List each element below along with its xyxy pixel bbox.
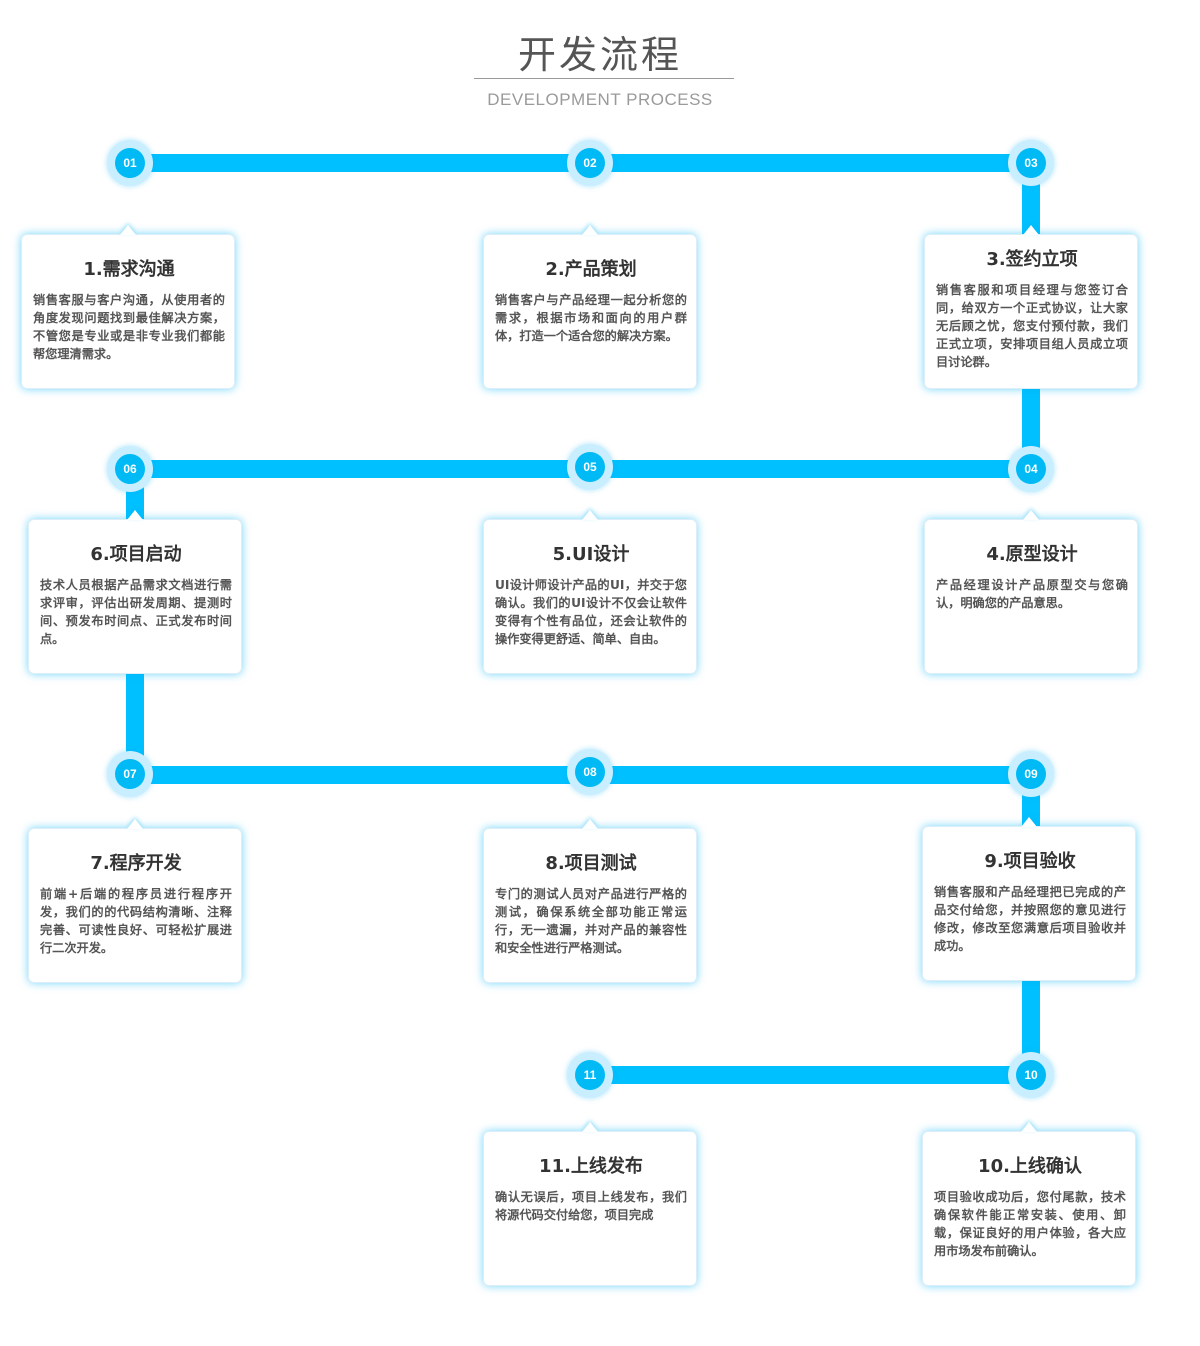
step-card-5: 5.UI设计 UI设计师设计产品的UI，并交于您确认。我们的UI设计不仅会让软件… (483, 519, 697, 674)
step-card-9: 9.项目验收 销售客服和产品经理把已完成的产品交付给您，并按照您的意见进行修改，… (922, 826, 1136, 981)
step-title: 10.上线确认 (978, 1156, 1082, 1177)
step-title: 4.原型设计 (986, 544, 1078, 565)
step-title: 1.需求沟通 (83, 259, 175, 280)
step-description: 技术人员根据产品需求文档进行需求评审，评估出研发周期、提测时间、预发布时间点、正… (40, 578, 232, 646)
step-number: 10 (1016, 1060, 1046, 1090)
step-number: 03 (1016, 148, 1046, 178)
step-card-10: 10.上线确认 项目验收成功后，您付尾款，技术确保软件能正常安装、使用、卸载，保… (922, 1131, 1136, 1286)
step-number: 02 (575, 148, 605, 178)
step-node-10: 10 (1008, 1052, 1054, 1098)
step-node-08: 08 (567, 749, 613, 795)
step-card-2: 2.产品策划 销售客户与产品经理一起分析您的需求，根据市场和面向的用户群体，打造… (483, 234, 697, 389)
step-number: 08 (575, 757, 605, 787)
step-node-03: 03 (1008, 140, 1054, 186)
pipe-card6-07 (126, 673, 144, 776)
step-number: 06 (115, 454, 145, 484)
step-description: 销售客服和产品经理把已完成的产品交付给您，并按照您的意见进行修改，修改至您满意后… (934, 885, 1126, 953)
step-description: 销售客服与客户沟通，从使用者的角度发现问题找到最佳解决方案，不管您是专业或是非专… (33, 293, 225, 361)
step-description: 产品经理设计产品原型交与您确认，明确您的产品意思。 (936, 578, 1128, 610)
page-title: 开发流程 (517, 33, 682, 77)
step-description: 销售客服和项目经理与您签订合同，给双方一个正式协议，让大家无后顾之忧，您支付预付… (936, 283, 1128, 369)
step-node-02: 02 (567, 140, 613, 186)
step-card-4: 4.原型设计 产品经理设计产品原型交与您确认，明确您的产品意思。 (924, 519, 1138, 674)
step-title: 7.程序开发 (90, 853, 182, 874)
step-card-7: 7.程序开发 前端+后端的程序员进行程序开发，我们的的代码结构清晰、注释完善、可… (28, 828, 242, 983)
pipe-10-11 (590, 1066, 1032, 1084)
step-node-05: 05 (567, 444, 613, 490)
step-title: 3.签约立项 (986, 249, 1078, 270)
step-title: 11.上线发布 (539, 1156, 643, 1177)
step-title: 5.UI设计 (552, 544, 630, 565)
step-description: 专门的测试人员对产品进行严格的测试，确保系统全部功能正常运行，无一遗漏，并对产品… (495, 887, 687, 955)
step-description: 前端+后端的程序员进行程序开发，我们的的代码结构清晰、注释完善、可读性良好、可轻… (40, 887, 232, 955)
step-node-11: 11 (567, 1052, 613, 1098)
step-number: 04 (1016, 454, 1046, 484)
step-description: 项目验收成功后，您付尾款，技术确保软件能正常安装、使用、卸载，保证良好的用户体验… (934, 1190, 1126, 1258)
step-title: 9.项目验收 (984, 851, 1076, 872)
step-node-01: 01 (107, 140, 153, 186)
title-divider (474, 78, 734, 79)
step-card-3: 3.签约立项 销售客服和项目经理与您签订合同，给双方一个正式协议，让大家无后顾之… (924, 234, 1138, 389)
step-card-6: 6.项目启动 技术人员根据产品需求文档进行需求评审，评估出研发周期、提测时间、预… (28, 519, 242, 674)
step-number: 11 (575, 1060, 605, 1090)
step-node-04: 04 (1008, 446, 1054, 492)
step-description: UI设计师设计产品的UI，并交于您确认。我们的UI设计不仅会让软件变得有个性有品… (495, 578, 687, 646)
step-title: 6.项目启动 (90, 544, 182, 565)
step-description: 确认无误后，项目上线发布，我们将源代码交付给您，项目完成 (495, 1190, 687, 1222)
page-subtitle: DEVELOPMENT PROCESS (487, 90, 713, 109)
step-title: 2.产品策划 (545, 259, 637, 280)
step-description: 销售客户与产品经理一起分析您的需求，根据市场和面向的用户群体，打造一个适合您的解… (495, 293, 687, 343)
step-number: 09 (1016, 759, 1046, 789)
step-node-09: 09 (1008, 751, 1054, 797)
step-node-07: 07 (107, 751, 153, 797)
step-node-06: 06 (107, 446, 153, 492)
step-card-11: 11.上线发布 确认无误后，项目上线发布，我们将源代码交付给您，项目完成 (483, 1131, 697, 1286)
step-number: 01 (115, 148, 145, 178)
step-number: 07 (115, 759, 145, 789)
step-number: 05 (575, 452, 605, 482)
step-title: 8.项目测试 (545, 853, 637, 874)
step-card-8: 8.项目测试 专门的测试人员对产品进行严格的测试，确保系统全部功能正常运行，无一… (483, 828, 697, 983)
step-card-1: 1.需求沟通 销售客服与客户沟通，从使用者的角度发现问题找到最佳解决方案，不管您… (21, 234, 235, 389)
